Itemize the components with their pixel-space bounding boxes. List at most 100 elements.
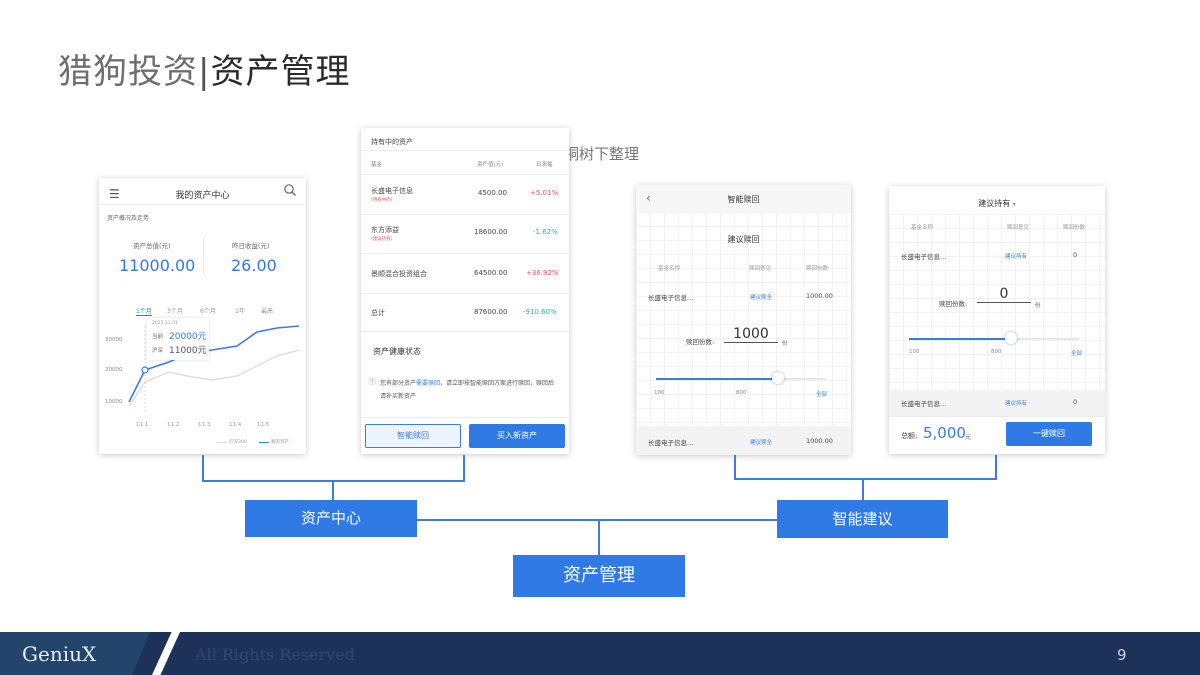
advice-tag: 建议赎全 [750,295,773,301]
slider-all[interactable]: 全部 [816,392,828,398]
col-advice: 赎回意见 [1007,225,1030,231]
title-part2: 资产管理 [210,52,351,92]
yesterday-income-value: 26.00 [231,256,277,275]
slider-min: 100 [654,390,665,396]
tooltip-value: 20000元 [169,332,207,342]
fund-name[interactable]: 长盛电子信息 [371,187,413,195]
x-tick: 11.1 [136,422,149,428]
hs300-line [128,349,300,407]
advice-tag: 建议持有 [1005,401,1028,407]
back-icon[interactable]: ‹ [646,191,651,205]
slider-mid: 800 [736,390,747,396]
holdings-screen: 持有中的资产 基金 资产值(元) 日涨幅 长盛电子信息 (持有中的) 4500.… [361,128,569,454]
fund-name: 长盛电子信息... [901,253,947,261]
slider-all[interactable]: 全部 [1071,351,1083,357]
period-tab-1m[interactable]: 1个月 [136,308,152,315]
health-title: 资产健康状态 [373,347,421,356]
info-icon: ⓘ [369,378,376,386]
health-message: 您有部分资产需要赎回，请立即按智能赎回方案进行赎回，赎回后请补买新资产 [380,377,555,403]
fund-name[interactable]: 景顺混合投资组合 [371,270,427,278]
slider-handle[interactable] [772,372,785,384]
fund-change: +36.92% [526,269,559,277]
smart-advice-box: 智能建议 [777,500,948,538]
watermark: 梧桐树下整理 [549,145,640,163]
col-shares: 赎回份数 [806,266,829,272]
advice-tag: 建议持有 [1005,254,1028,260]
period-tab-1y[interactable]: 1年 [235,308,245,315]
period-tab-max[interactable]: 最高 [261,308,274,315]
total-label: 总额: [901,432,918,440]
overview-section-label: 资产概况及走势 [107,215,150,222]
page-number: 9 [1117,646,1127,664]
asset-management-box: 资产管理 [513,555,685,597]
menu-icon[interactable]: ☰ [109,187,120,201]
x-tick: 11.4 [229,422,242,428]
suggest-hold-screen: 建议持有 ▾ 基金名称 赎回意见 赎回份数 长盛电子信息... 建议持有 0 赎… [889,186,1105,454]
asset-center-screen: ☰ 我的资产中心 资产概况及走势 资产总值(元) 11000.00 昨日收益(元… [99,178,306,454]
total-unit: 元 [965,434,972,441]
y-tick: 10000 [105,399,123,405]
smart-redeem-button[interactable]: 智能赎回 [365,424,461,448]
search-icon[interactable] [283,183,297,199]
y-tick: 30000 [105,337,123,343]
section-title: 建议赎回 [727,235,760,244]
y-tick: 20000 [105,367,123,373]
total-assets-label: 资产总值(元) [133,242,171,250]
asset-center-box: 资产中心 [245,500,417,537]
period-tab-3m[interactable]: 3个月 [167,308,183,315]
title-part1: 猎狗投资 [58,52,198,92]
total-value: 87600.00 [474,308,508,316]
footer-logo-bg [0,632,150,675]
header-label: 建议持有 [978,199,1011,208]
one-click-redeem-button[interactable]: 一键赎回 [1006,422,1092,446]
smart-redeem-screen: ‹ 智能赎回 建议赎回 基金名称 赎回意见 赎回份数 长盛电子信息... 建议赎… [636,185,851,455]
screen-header: 我的资产中心 [175,191,230,201]
slider-handle[interactable] [1005,332,1017,344]
yesterday-income-label: 昨日收益(元) [232,242,270,250]
health-text: 您有部分资产 [380,380,417,387]
slider-min: 100 [909,349,920,355]
chart-tooltip: 2015.11.01 当前 20000元 沪深 11000元 [147,318,209,360]
shares-value: 0 [1073,251,1078,259]
copyright-text: All Rights Reserved [195,645,355,664]
col-fund: 基金 [371,162,383,168]
tooltip-label: 当前 [152,334,164,340]
total-change: -910.60% [523,308,557,316]
redeem-label: 赎回份数: [939,300,968,308]
x-tick: 11.5 [257,422,270,428]
total-label: 总计 [371,309,385,317]
buy-new-asset-button[interactable]: 买入新资产 [469,424,565,448]
fund-tag: (建议持有) [371,237,393,242]
col-fund-name: 基金名称 [658,266,681,272]
total-amount: 5,000 [923,424,966,442]
advice-tag: 建议赎全 [750,440,773,446]
my-assets-line [128,325,300,403]
fund-name: 长盛电子信息... [648,439,694,447]
unit-label: 份 [782,341,788,347]
redeem-amount-input[interactable]: 0 [977,286,1031,303]
tooltip-date: 2015.11.01 [152,321,178,326]
screen-header[interactable]: 建议持有 ▾ [889,198,1105,209]
redeem-amount-input[interactable]: 1000 [724,326,778,343]
tooltip-value: 11000元 [169,346,207,356]
fund-value: 18600.00 [474,228,508,236]
redeem-slider[interactable] [656,372,826,384]
fund-name[interactable]: 东方添益 [371,226,399,234]
x-tick: 11.2 [167,422,180,428]
shares-value: 0 [1073,398,1078,406]
col-change: 日涨幅 [536,162,553,168]
x-tick: 11.3 [198,422,211,428]
col-value: 资产值(元) [477,162,504,168]
period-tab-6m[interactable]: 6个月 [200,308,216,315]
shares-value: 1000.00 [806,437,833,445]
brand-logo: GeniuX [22,642,97,666]
fund-name: 长盛电子信息... [648,294,694,302]
slide-title: 猎狗投资|资产管理 [58,44,350,93]
redeem-link[interactable]: 需要赎回 [416,380,441,387]
title-separator: | [198,52,211,92]
fund-change: -1.62% [533,228,558,236]
redeem-label: 赎回份数: [686,338,715,346]
redeem-slider[interactable] [909,332,1079,344]
health-text: ，请立即按智能赎回方案进行赎回，赎回后请补买新资产 [380,380,555,400]
fund-name: 长盛电子信息... [901,400,947,408]
